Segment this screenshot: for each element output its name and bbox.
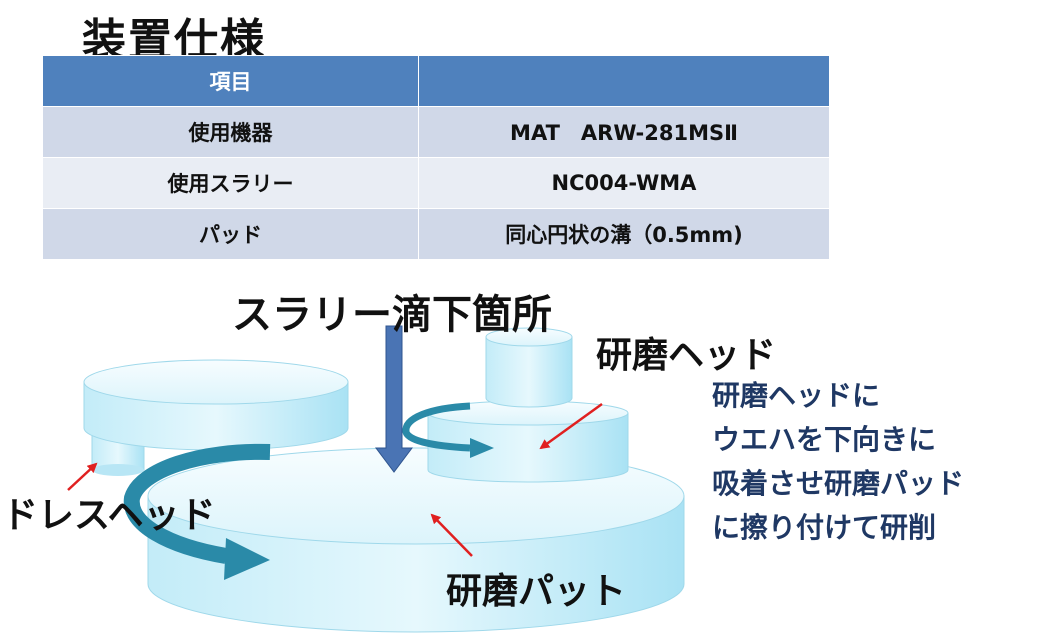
- table-cell-label: パッド: [42, 208, 419, 260]
- dress-pointer-arrow: [67, 462, 98, 491]
- note-line: 研磨ヘッドに: [712, 379, 881, 412]
- polishing-pad-label: 研磨パット: [446, 571, 627, 612]
- table-header-item: 項目: [42, 55, 419, 107]
- dress-head-label: ドレスヘッド: [2, 495, 216, 536]
- polishing-head-label: 研磨ヘッド: [596, 335, 777, 376]
- table-row: 使用スラリー NC004-WMA: [42, 157, 830, 209]
- polishing-head: [427, 327, 629, 483]
- note-line: に擦り付けて研削: [712, 511, 937, 544]
- slurry-drop-label: スラリー滴下箇所: [232, 292, 552, 338]
- slurry-drip-arrow: [375, 325, 413, 473]
- note-line: ウエハを下向きに: [712, 423, 937, 456]
- head-pointer-arrow: [539, 402, 603, 450]
- table-cell-value: 同心円状の溝（0.5mm): [418, 208, 830, 260]
- table-cell-value: NC004-WMA: [418, 157, 830, 209]
- head-rotation-arrow: [402, 402, 494, 458]
- polishing-note: 研磨ヘッドに ウエハを下向きに 吸着させ研磨パッド に擦り付けて研削: [712, 374, 964, 550]
- table-cell-value: MAT ARW-281MSⅡ: [418, 106, 830, 158]
- dress-rotation-arrow: [123, 443, 271, 580]
- note-line: 吸着させ研磨パッド: [712, 467, 965, 500]
- table-header-row: 項目: [42, 55, 830, 107]
- table-row: パッド 同心円状の溝（0.5mm): [42, 208, 830, 260]
- table-header-value: [418, 55, 830, 107]
- spec-table: 項目 使用機器 MAT ARW-281MSⅡ 使用スラリー NC004-WMA …: [42, 55, 830, 260]
- table-cell-label: 使用スラリー: [42, 157, 419, 209]
- dress-head: [83, 359, 349, 476]
- pad-pointer-arrow: [430, 513, 473, 557]
